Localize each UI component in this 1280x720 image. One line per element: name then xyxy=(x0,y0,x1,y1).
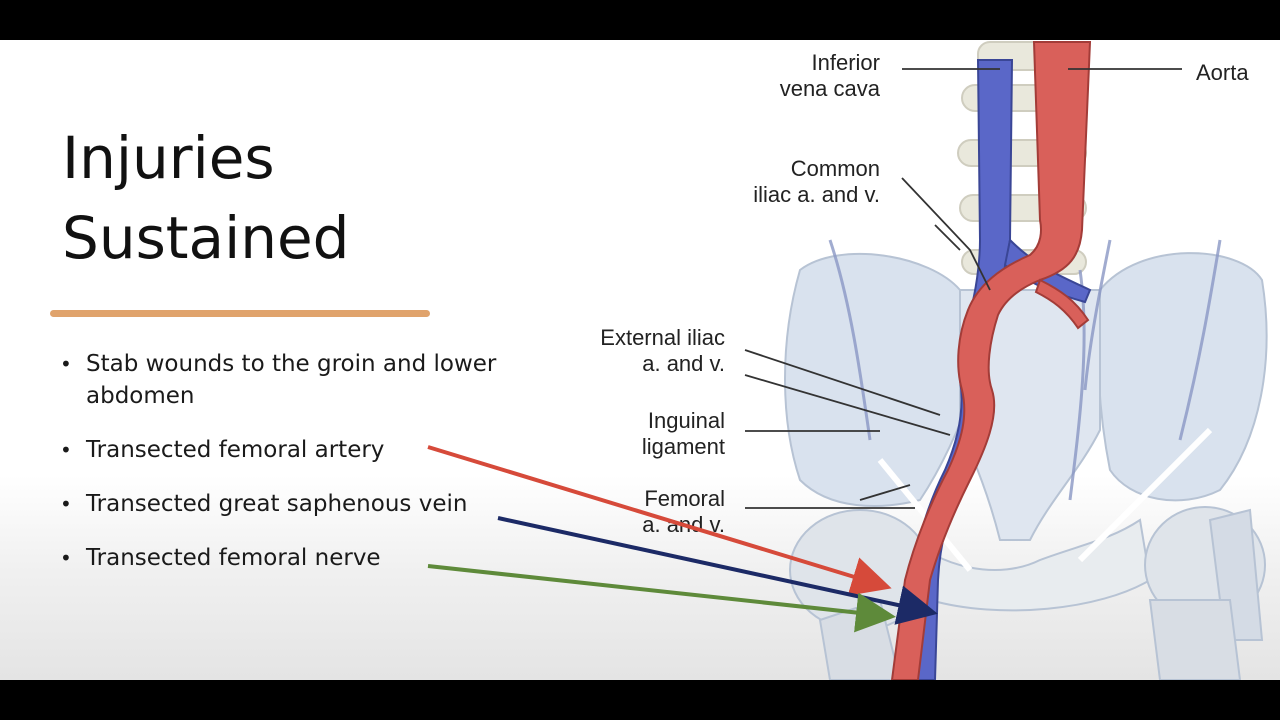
title-line-1: Injuries xyxy=(62,124,275,192)
label-femoral: Femoral a. and v. xyxy=(642,486,725,537)
pelvis xyxy=(784,252,1268,680)
label-inferior-vena-cava: Inferior vena cava xyxy=(779,50,880,101)
title-line-2: Sustained xyxy=(62,204,350,272)
pelvic-vasculature-illustration xyxy=(744,41,1268,680)
label-common-iliac: Common iliac a. and v. xyxy=(753,156,880,207)
inguinal-ligaments xyxy=(877,427,1213,572)
title-divider xyxy=(50,310,430,317)
label-inguinal-ligament: Inguinal ligament xyxy=(641,408,725,459)
bullet-item: Transected femoral artery xyxy=(60,434,520,466)
bullet-item: Stab wounds to the groin and lower abdom… xyxy=(60,348,520,412)
slide-title: Injuries Sustained xyxy=(62,118,349,278)
bullet-list: Stab wounds to the groin and lower abdom… xyxy=(60,348,520,596)
letterbox-top xyxy=(0,0,1280,40)
label-external-iliac: External iliac a. and v. xyxy=(600,325,725,376)
arteries xyxy=(890,41,1092,680)
slide: Injuries Sustained Stab wounds to the gr… xyxy=(0,40,1280,680)
label-aorta: Aorta xyxy=(1196,60,1249,85)
bullet-item: Transected great saphenous vein xyxy=(60,488,520,520)
letterbox-bottom xyxy=(0,680,1280,720)
bullet-item: Transected femoral nerve xyxy=(60,542,520,574)
